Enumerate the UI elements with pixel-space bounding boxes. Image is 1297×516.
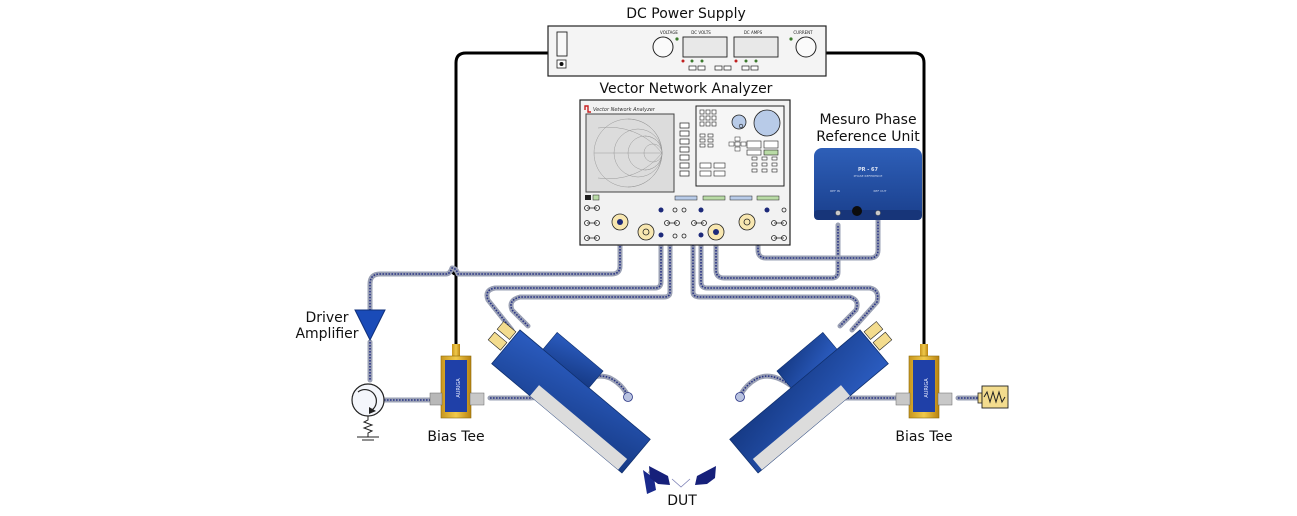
- bias-tee-right-brand: AURIGA: [924, 378, 930, 398]
- dc-power-supply-label: DC Power Supply: [626, 6, 746, 22]
- psu-dc-amps-label: DC AMPS: [744, 30, 763, 35]
- phase-ref-box: [814, 148, 922, 220]
- phase-ref-label-line1: Mesuro Phase: [819, 112, 916, 128]
- vna-coupler-ports[interactable]: [658, 207, 770, 238]
- phase-reference-unit: Mesuro Phase Reference Unit PR - 67 PHAS…: [814, 112, 922, 220]
- probe-tip-right: [695, 466, 716, 485]
- bias-tee-left: AURIGA Bias Tee: [427, 344, 485, 445]
- amplifier-triangle-icon: [354, 309, 386, 342]
- amps-display: [733, 36, 779, 58]
- vna-label: Vector Network Analyzer: [600, 81, 773, 97]
- psu-voltage-knob-label: VOLTAGE: [660, 30, 678, 35]
- attenuator-icon: [487, 331, 508, 351]
- phase-ref-port-in-label: REF IN: [830, 189, 840, 193]
- dut-label: DUT: [667, 493, 697, 509]
- vna-button-blue-1[interactable]: [674, 195, 698, 201]
- phase-ref-out-port[interactable]: [875, 210, 881, 216]
- bias-tee-left-label: Bias Tee: [427, 429, 484, 445]
- vna-button-green-1[interactable]: [702, 195, 726, 201]
- vna-button-blue-2[interactable]: [729, 195, 753, 201]
- psu-current-knob-label: CURRENT: [793, 30, 813, 35]
- vna-port-4[interactable]: [738, 213, 756, 231]
- resistor-icon: [983, 390, 1006, 404]
- vna-port-2[interactable]: [637, 223, 655, 241]
- vna-port-1[interactable]: [611, 213, 629, 231]
- phase-ref-port-out-label: REF OUT: [873, 189, 886, 193]
- volts-display: [682, 36, 728, 58]
- attenuator-icon: [496, 321, 517, 340]
- attenuator-icon: [872, 331, 893, 351]
- phase-ref-power-jack: [852, 206, 862, 216]
- driver-amplifier-label-line2: Amplifier: [295, 326, 358, 342]
- phase-ref-model: PR - 67: [858, 167, 879, 173]
- vna-softkeys[interactable]: [679, 122, 690, 177]
- dc-power-supply: DC Power Supply VOLTAGE DC VOLTS DC AMPS…: [547, 6, 827, 77]
- bias-tee-left-brand: AURIGA: [456, 378, 462, 398]
- termination-resistor-icon: [362, 416, 374, 437]
- smith-chart: [593, 118, 663, 188]
- psu-dc-volts-label: DC VOLTS: [691, 30, 711, 35]
- dut: DUT: [667, 478, 697, 509]
- bias-tee-right: AURIGA Bias Tee: [895, 344, 953, 445]
- vna-brand-text: Vector Network Analyzer: [593, 107, 656, 113]
- vector-network-analyzer: Vector Network Analyzer Vector Network A…: [579, 81, 791, 246]
- attenuator-icon: [863, 321, 884, 340]
- vna-jumpers: [584, 205, 787, 241]
- vna-large-knob[interactable]: [753, 109, 781, 137]
- vna-keypad[interactable]: [699, 109, 779, 177]
- driver-amplifier-label-line1: Driver: [305, 310, 348, 326]
- phase-ref-subtitle: PHASE REFERENCE: [854, 174, 883, 178]
- dut-contact: [671, 478, 691, 488]
- psu-buttons[interactable]: [688, 65, 759, 71]
- vna-power-indicator: [585, 195, 591, 200]
- vna-arrow-keys[interactable]: [728, 136, 747, 152]
- vna-green-key[interactable]: [763, 149, 779, 156]
- psu-power-switch[interactable]: [556, 31, 568, 57]
- voltage-knob[interactable]: [652, 36, 674, 58]
- ground-icon: [357, 436, 379, 441]
- probe-tip-left: [649, 466, 670, 485]
- driver-amplifier: Driver Amplifier: [295, 309, 386, 342]
- vna-port-3[interactable]: [707, 223, 725, 241]
- phase-ref-label-line2: Reference Unit: [816, 129, 920, 145]
- current-knob[interactable]: [795, 36, 817, 58]
- circulator: [351, 383, 385, 441]
- probe-left: [487, 321, 670, 494]
- vna-button-green-2[interactable]: [756, 195, 780, 201]
- bias-tee-right-label: Bias Tee: [895, 429, 952, 445]
- vna-small-knob[interactable]: [731, 114, 747, 130]
- phase-ref-in-port[interactable]: [835, 210, 841, 216]
- probe-right: [695, 321, 893, 485]
- load-termination: [977, 385, 1009, 409]
- circulator-icon: [351, 383, 385, 417]
